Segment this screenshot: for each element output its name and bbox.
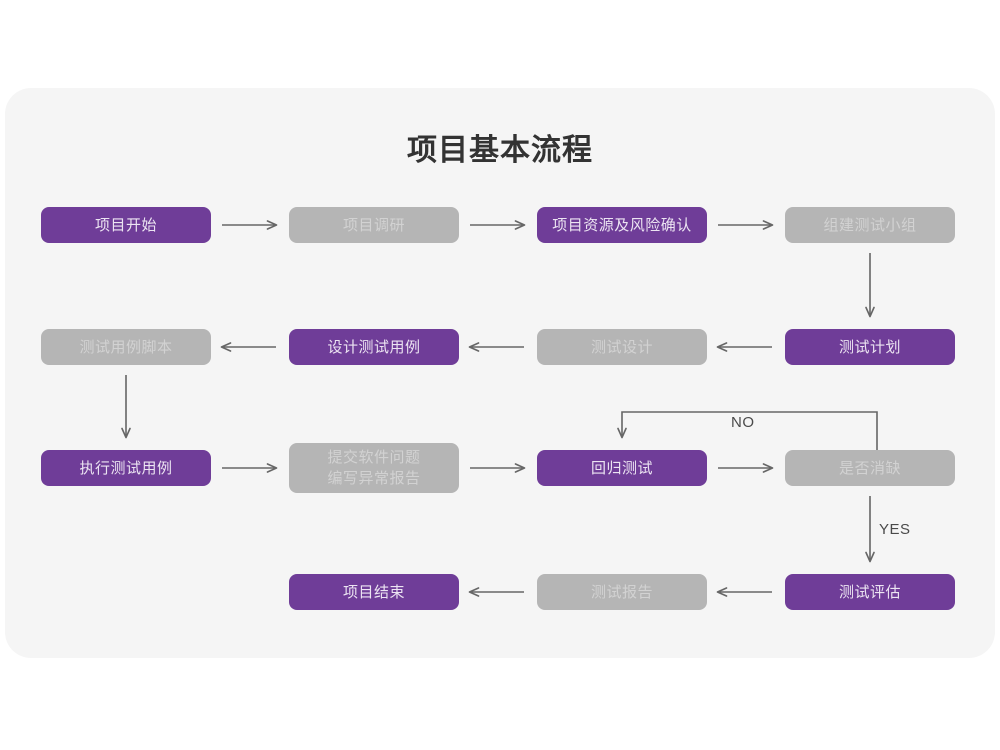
edge-label-yes: YES [879, 521, 911, 538]
page-title: 项目基本流程 [407, 134, 593, 167]
node-submit-issue-report[interactable]: 提交软件问题 编写异常报告 [289, 443, 459, 493]
node-project-end[interactable]: 项目结束 [289, 574, 459, 610]
node-test-report[interactable]: 测试报告 [537, 574, 707, 610]
edge-label-no: NO [731, 414, 755, 431]
node-project-research[interactable]: 项目调研 [289, 207, 459, 243]
node-test-design[interactable]: 测试设计 [537, 329, 707, 365]
node-form-test-team[interactable]: 组建测试小组 [785, 207, 955, 243]
node-regression-test[interactable]: 回归测试 [537, 450, 707, 486]
node-project-start[interactable]: 项目开始 [41, 207, 211, 243]
node-test-evaluation[interactable]: 测试评估 [785, 574, 955, 610]
diagram-card-background [5, 88, 995, 658]
node-resource-risk-confirm[interactable]: 项目资源及风险确认 [537, 207, 707, 243]
node-design-test-case[interactable]: 设计测试用例 [289, 329, 459, 365]
node-test-plan[interactable]: 测试计划 [785, 329, 955, 365]
node-test-case-script[interactable]: 测试用例脚本 [41, 329, 211, 365]
node-defect-cleared[interactable]: 是否消缺 [785, 450, 955, 486]
node-execute-test-case[interactable]: 执行测试用例 [41, 450, 211, 486]
